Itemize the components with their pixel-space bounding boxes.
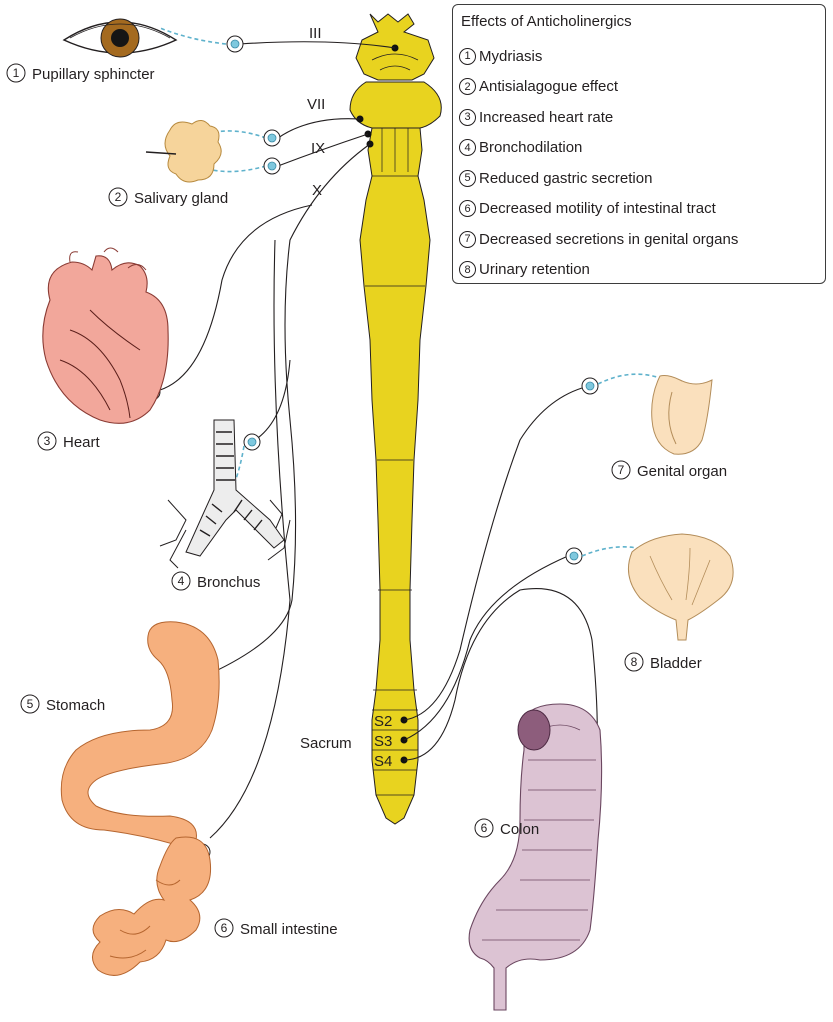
organ-name: Colon: [500, 821, 539, 838]
organ-name: Genital organ: [637, 463, 727, 480]
organ-label-small-intestine: 6 Small intestine: [215, 919, 338, 938]
organ-number: 6: [221, 921, 228, 935]
legend-title: Effects of Anticholinergics: [461, 13, 632, 30]
organ-label-genital: 7 Genital organ: [612, 461, 727, 480]
genital-organ-illustration: [652, 376, 712, 455]
organ-label-colon: 6 Colon: [475, 819, 539, 838]
stomach-illustration: [61, 622, 219, 848]
cord: [360, 128, 430, 824]
pons: [350, 82, 441, 128]
sacrum-label: Sacrum: [300, 735, 352, 752]
legend-text: Increased heart rate: [479, 109, 613, 126]
organ-number: 5: [27, 697, 34, 711]
legend-number: 7: [459, 231, 476, 248]
salivary-gland-illustration: [146, 120, 221, 182]
legend-number: 8: [459, 261, 476, 278]
legend-text: Reduced gastric secretion: [479, 170, 652, 187]
organ-name: Small intestine: [240, 921, 338, 938]
organ-number: 7: [618, 463, 625, 477]
legend-text: Bronchodilation: [479, 139, 582, 156]
organ-number: 2: [115, 190, 122, 204]
colon-illustration: [469, 704, 601, 1010]
organ-label-pupil: 1 Pupillary sphincter: [7, 64, 155, 83]
organ-name: Pupillary sphincter: [32, 66, 155, 83]
organ-number: 6: [481, 821, 488, 835]
legend-number: 3: [459, 109, 476, 126]
heart-illustration: [43, 248, 168, 423]
organ-label-bladder: 8 Bladder: [625, 653, 702, 672]
cranial-nerve-vii-label: VII: [307, 96, 325, 113]
legend-number: 2: [459, 78, 476, 95]
organ-number: 3: [44, 434, 51, 448]
legend-number: 1: [459, 48, 476, 65]
legend-text: Decreased motility of intestinal tract: [479, 200, 716, 217]
legend-text: Antisialagogue effect: [479, 78, 618, 95]
legend-text: Decreased secretions in genital organs: [479, 231, 738, 248]
legend-number: 4: [459, 139, 476, 156]
organ-label-heart: 3 Heart: [38, 432, 101, 451]
organ-label-salivary: 2 Salivary gland: [109, 188, 228, 207]
organ-name: Stomach: [46, 697, 105, 714]
cranial-nerve-iii-label: III: [309, 25, 322, 42]
sacral-s4-label: S4: [374, 753, 392, 770]
organ-number: 8: [631, 655, 638, 669]
bladder-illustration: [628, 534, 733, 640]
cranial-nerve-ix-label: IX: [311, 140, 325, 157]
organ-name: Bladder: [650, 655, 702, 672]
eye-illustration: [64, 19, 176, 57]
sacral-s3-label: S3: [374, 733, 392, 750]
sacral-s2-label: S2: [374, 713, 392, 730]
legend-text: Mydriasis: [479, 48, 542, 65]
cranial-nerve-x-label: X: [312, 182, 322, 199]
organ-label-stomach: 5 Stomach: [21, 695, 105, 714]
organ-name: Salivary gland: [134, 190, 228, 207]
bronchus-illustration: [160, 420, 290, 568]
organ-name: Heart: [63, 434, 101, 451]
legend-number: 6: [459, 200, 476, 217]
organ-number: 4: [178, 574, 185, 588]
organ-name: Bronchus: [197, 574, 260, 591]
small-intestine-illustration: [92, 837, 210, 976]
legend-number: 5: [459, 170, 476, 187]
organ-number: 1: [13, 66, 20, 80]
organ-label-bronchus: 4 Bronchus: [172, 572, 260, 591]
legend-text: Urinary retention: [479, 261, 590, 278]
